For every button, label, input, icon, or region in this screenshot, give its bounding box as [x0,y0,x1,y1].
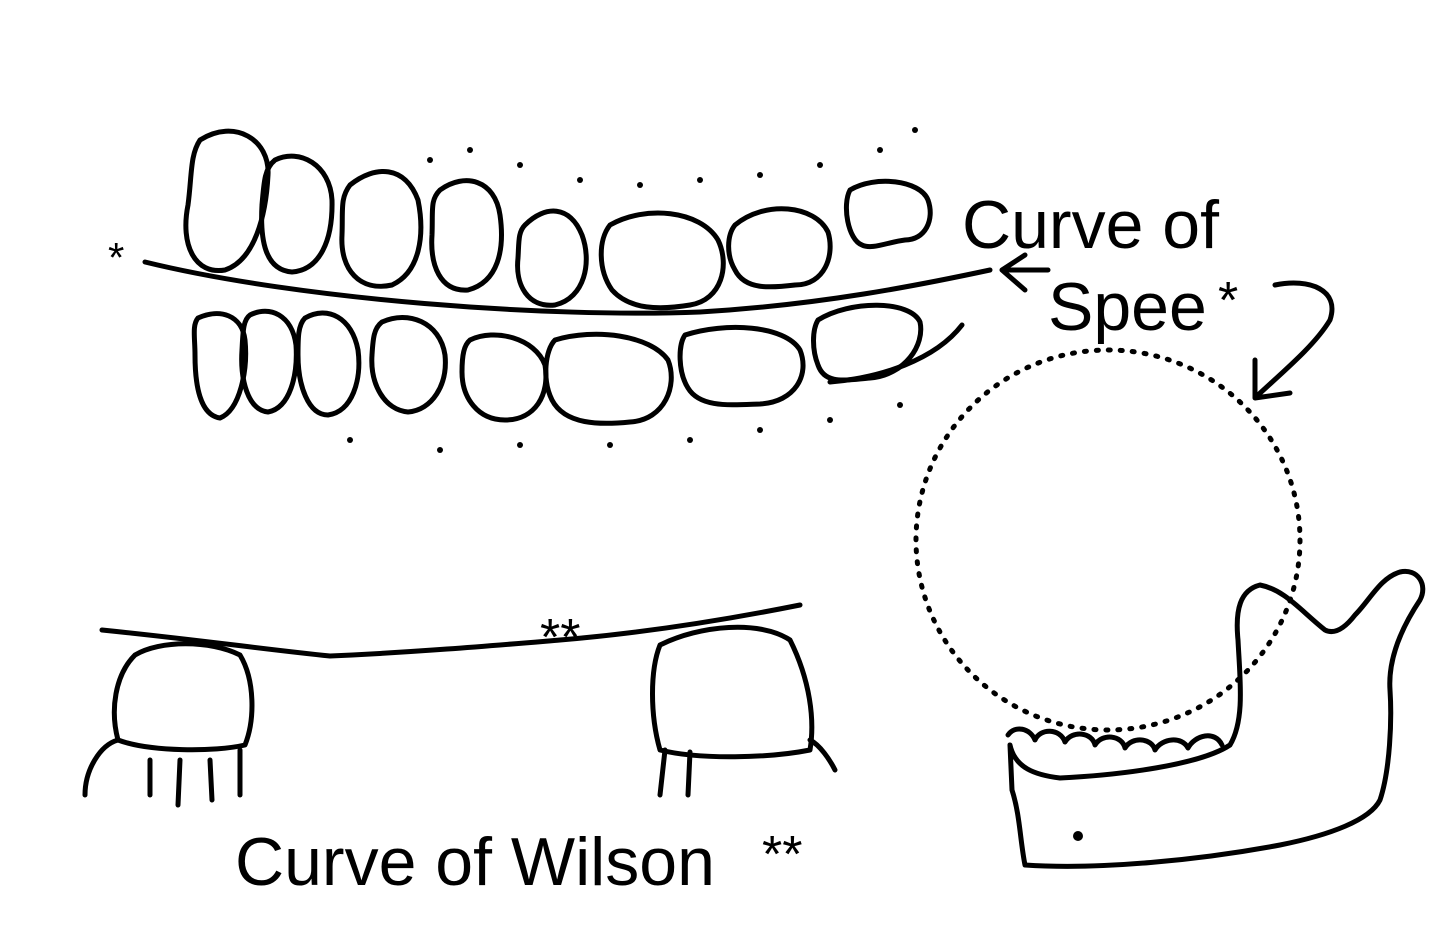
gum-stipple [347,127,918,453]
lower-tooth-4 [369,315,448,415]
spee-pointer-arrow [999,252,1051,293]
curve-of-spee-line [142,259,993,316]
lower-tooth-8 [811,302,924,383]
lower-tooth-5 [459,332,549,423]
upper-tooth-1 [183,128,271,274]
lower-tooth-2 [239,308,299,415]
spee-curved-arrow [1252,280,1335,401]
wilson-line-marker: ** [540,609,580,667]
upper-tooth-8 [843,178,933,250]
lower-arch-curve [827,322,965,385]
lower-tooth-3 [295,310,362,418]
upper-tooth-6 [598,210,726,311]
wilson-left-molar [82,641,255,808]
lower-tooth-6 [543,331,674,426]
wilson-right-molar [650,624,838,798]
lower-arch [191,302,924,426]
spee-label-line1: Curve of [962,187,1219,263]
curve-of-wilson-line [99,602,803,659]
spee-circle [913,347,1303,733]
mandible-teeth [1005,726,1225,753]
spee-label-marker: * [1218,272,1238,330]
mandible-outline [1007,568,1426,869]
upper-tooth-2 [259,153,335,275]
lower-tooth-1 [191,311,249,421]
spee-line-marker: * [108,234,124,281]
mandible [1005,568,1426,869]
upper-tooth-3 [339,169,424,289]
upper-tooth-7 [726,206,833,290]
lower-tooth-7 [677,325,806,408]
upper-tooth-4 [429,178,504,293]
spee-label-line2: Spee [1048,269,1207,345]
wilson-label-marker: ** [762,826,802,884]
upper-tooth-5 [515,208,589,308]
upper-arch [183,128,933,311]
mandible-foramen [1073,831,1083,841]
wilson-label: Curve of Wilson [235,824,715,900]
